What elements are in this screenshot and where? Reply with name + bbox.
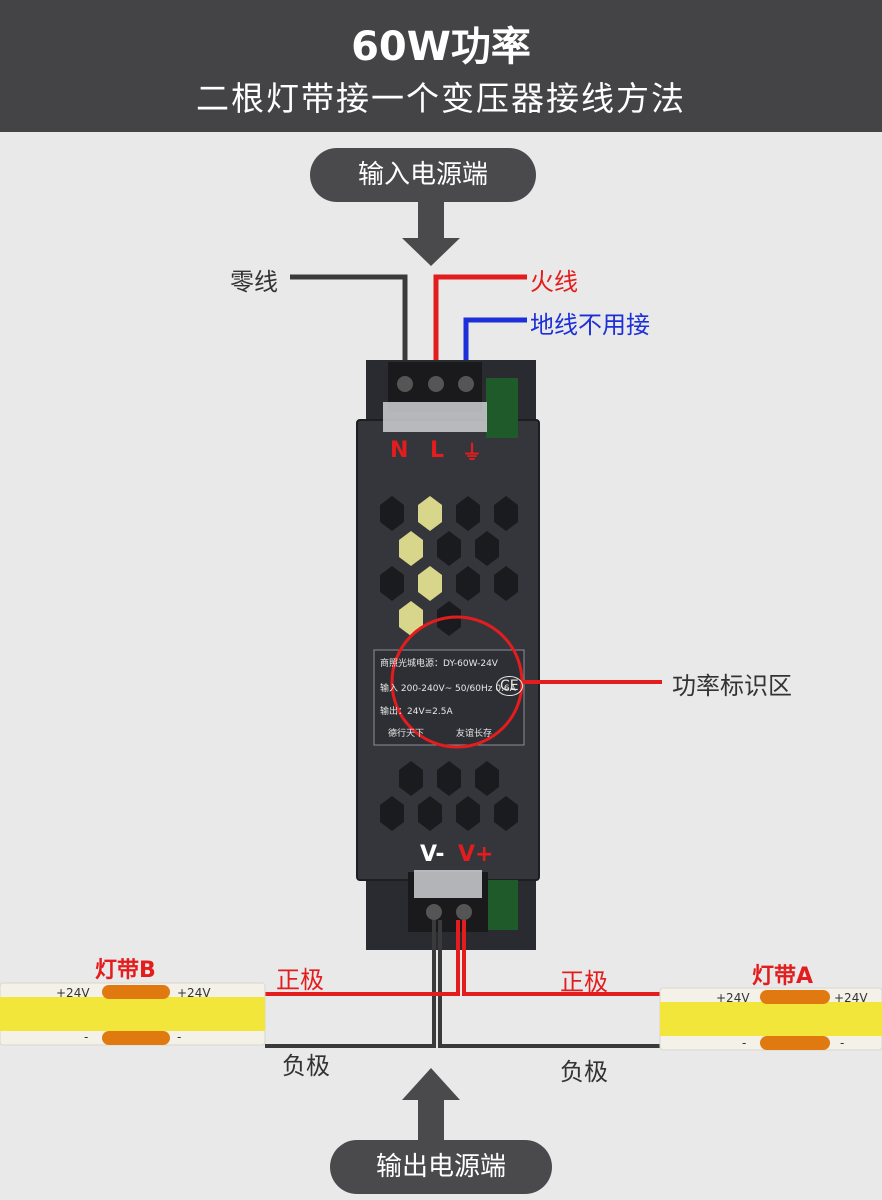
- neutral-label: 零线: [230, 268, 278, 296]
- power-supply-body: [356, 360, 540, 950]
- output-wires: [265, 920, 660, 1048]
- strip-b-plus-left: +24V: [56, 986, 90, 1000]
- live-wire: [433, 274, 527, 385]
- device-label-line3: 输出：24V=2.5A: [380, 707, 453, 717]
- page-subtitle: 二根灯带接一个变压器接线方法: [196, 79, 686, 118]
- strip-a: [659, 987, 882, 1051]
- header-bar: [0, 0, 882, 132]
- negative-right-label: 负极: [560, 1058, 608, 1086]
- negative-left-label: 负极: [282, 1052, 330, 1080]
- output-power-pill: 输出电源端: [330, 1140, 552, 1194]
- ground-label: 地线不用接: [530, 311, 650, 339]
- strip-a-plus-right: +24V: [834, 991, 868, 1005]
- page-title: 60W功率: [351, 24, 531, 70]
- device-label-footer-right: 友谊长存: [456, 729, 493, 739]
- strip-a-name: 灯带A: [752, 964, 814, 989]
- terminal-vplus: V+: [458, 842, 494, 867]
- strip-b-minus-right: -: [177, 1030, 182, 1044]
- strip-b-plus-right: +24V: [177, 986, 211, 1000]
- positive-right-label: 正极: [560, 968, 608, 996]
- live-label: 火线: [530, 268, 578, 296]
- ce-mark: CE: [496, 676, 523, 696]
- ground-symbol-icon: ⏚: [462, 440, 482, 464]
- terminal-n: N: [390, 438, 409, 463]
- device-label-footer-left: 德行天下: [388, 729, 425, 739]
- strip-b-minus-left: -: [84, 1030, 89, 1044]
- strip-a-minus-right: -: [840, 1036, 845, 1050]
- output-arrow-icon: [402, 1068, 460, 1146]
- terminal-vminus: V-: [420, 842, 445, 867]
- strip-b: [0, 982, 266, 1046]
- positive-left-label: 正极: [276, 966, 324, 994]
- strip-b-name: 灯带B: [95, 958, 156, 983]
- terminal-l: L: [430, 438, 445, 463]
- strip-a-minus-left: -: [742, 1036, 747, 1050]
- neutral-wire: [290, 274, 408, 385]
- input-power-pill: 输入电源端: [310, 148, 536, 202]
- input-arrow-icon: [402, 196, 460, 266]
- power-mark-label: 功率标识区: [672, 672, 792, 700]
- strip-a-plus-left: +24V: [716, 991, 750, 1005]
- device-label-line1: 商照光城电源：DY-60W-24V: [380, 659, 498, 669]
- device-label-line2: 输入 200-240V~ 50/60Hz 0.6A: [380, 684, 516, 694]
